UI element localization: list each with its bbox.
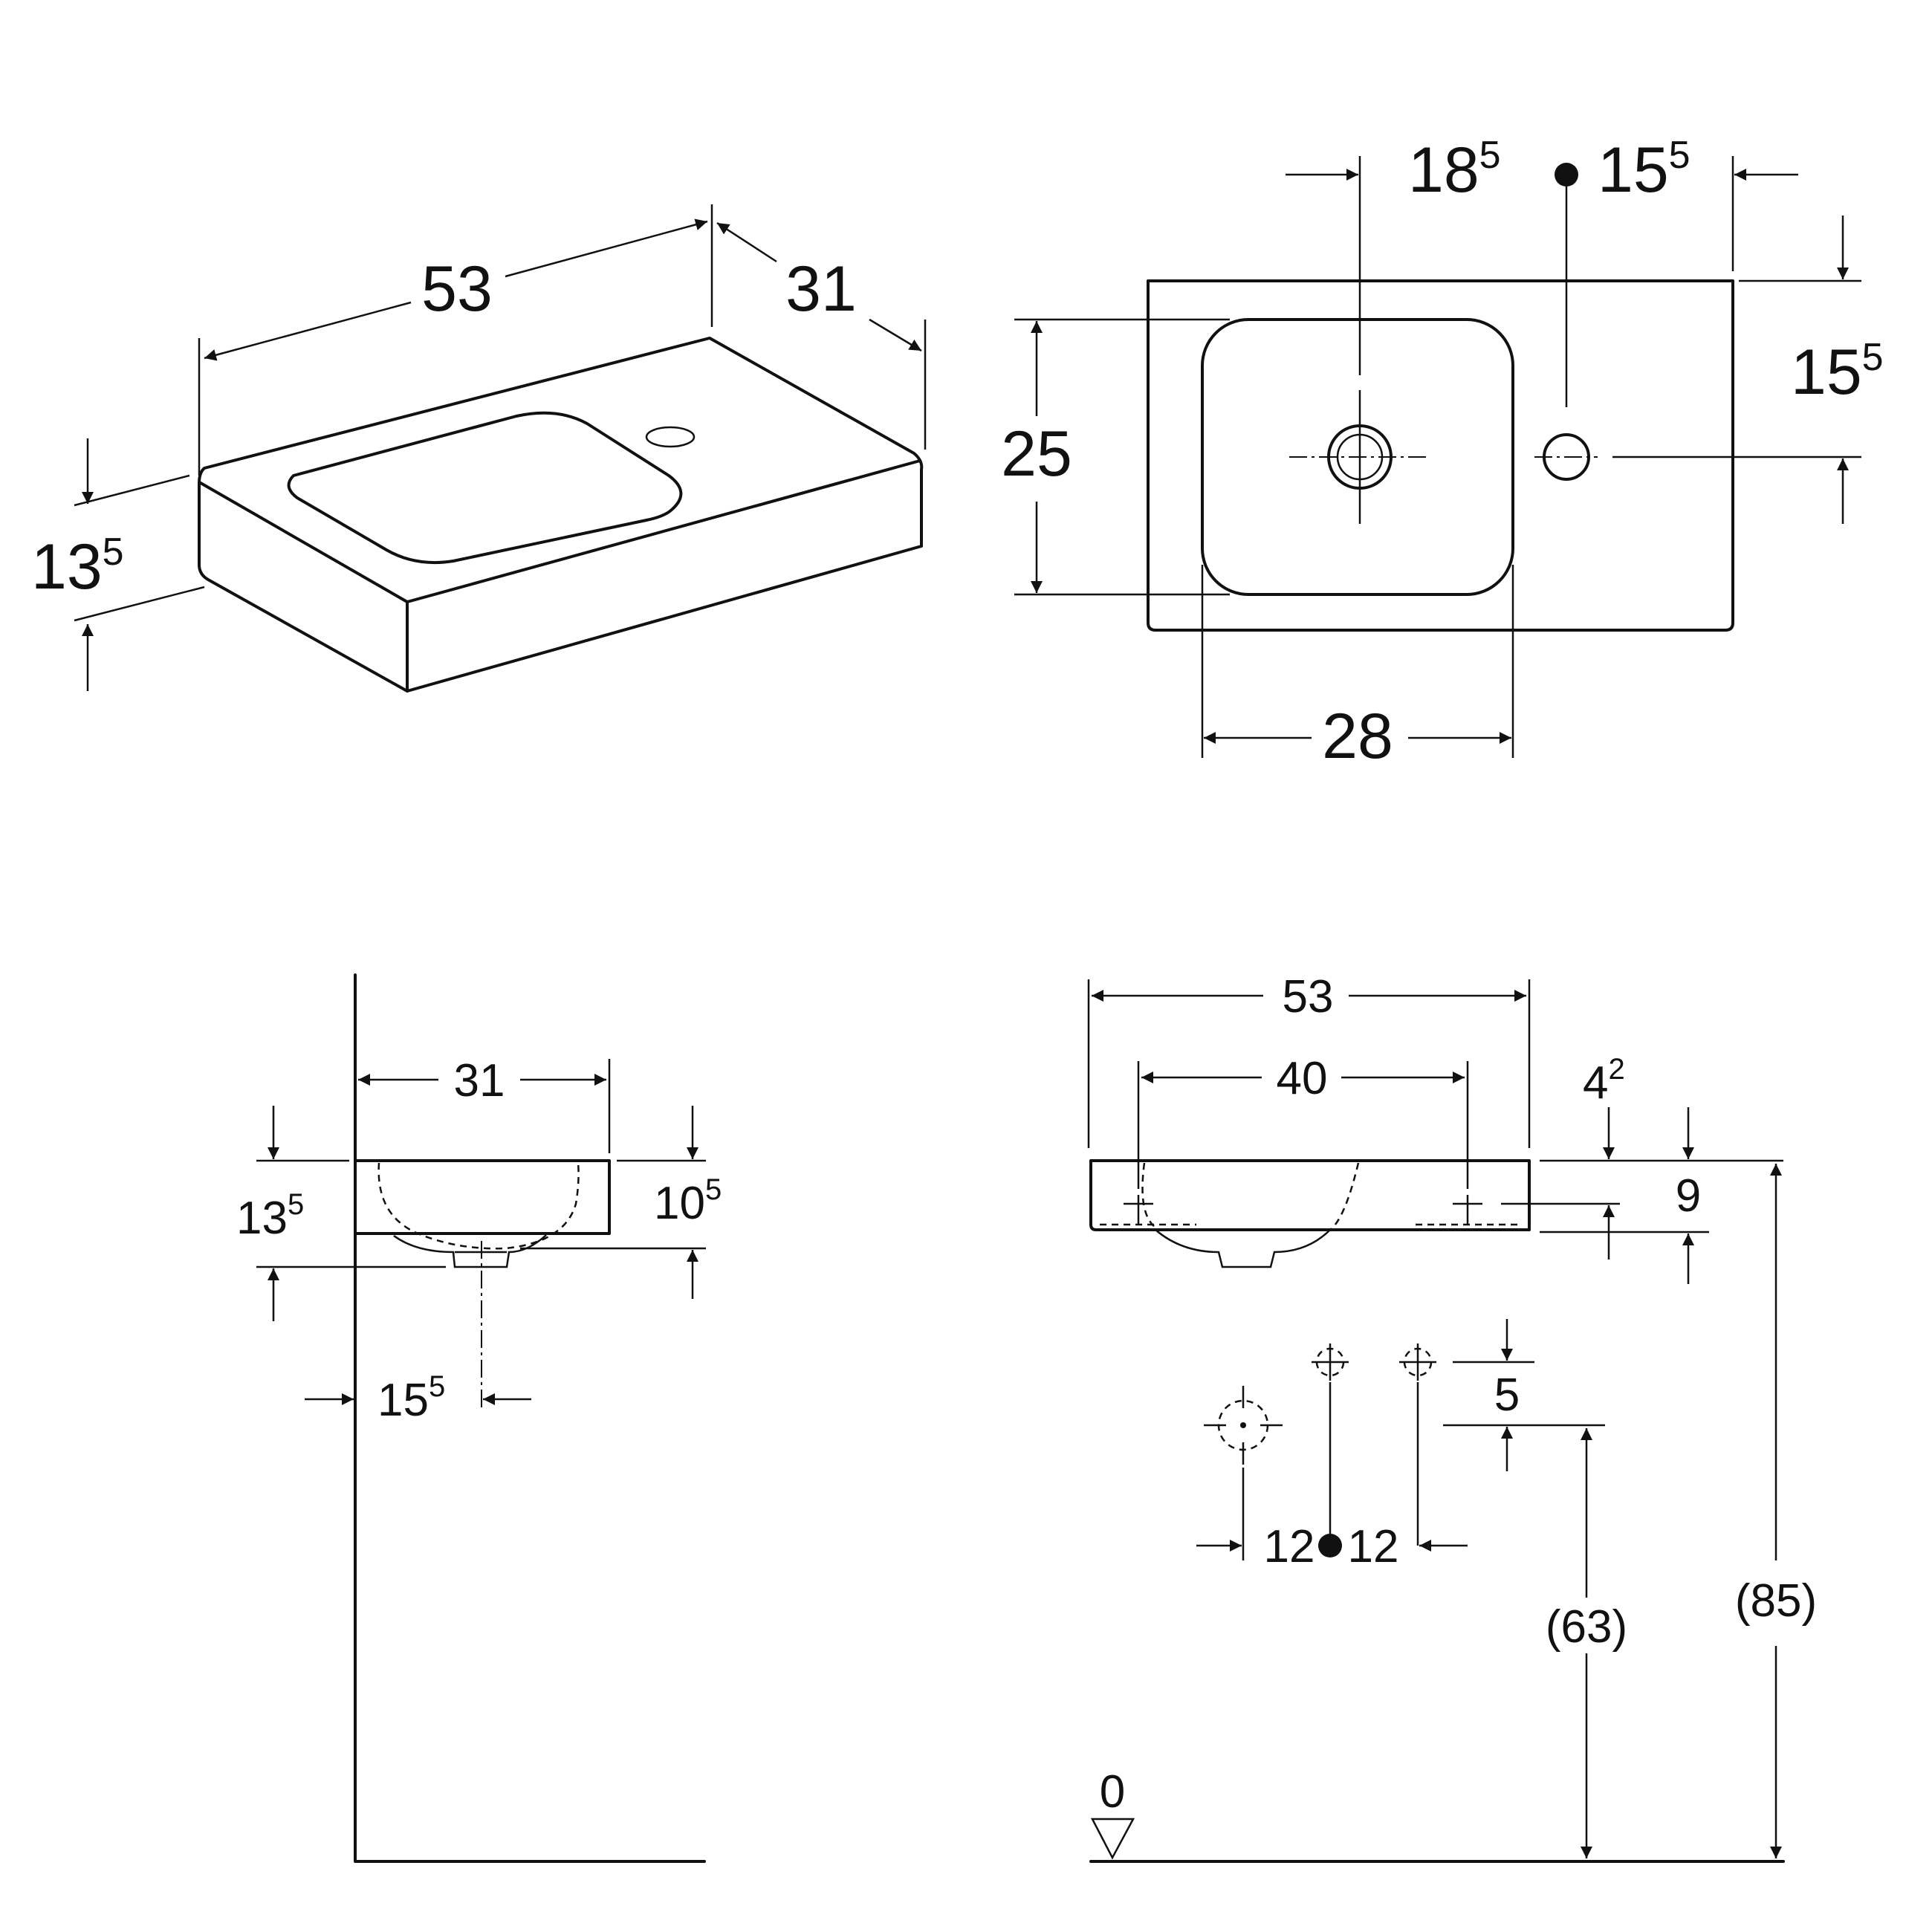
top-view: 185 155 155 25 28	[1001, 134, 1883, 772]
top-bowl-width-label: 28	[1322, 701, 1393, 772]
front-fixing-left	[1124, 1195, 1153, 1225]
front-height-total-label: (85)	[1735, 1575, 1817, 1627]
side-depth-label: 31	[454, 1055, 505, 1106]
side-wall	[354, 973, 706, 1863]
front-fixing-height-label: 9	[1676, 1170, 1701, 1222]
iso-top-face	[198, 337, 924, 693]
front-spacing-left-label: 12	[1264, 1521, 1315, 1572]
iso-bowl	[287, 411, 683, 565]
water-connection-left	[1312, 1343, 1349, 1381]
side-inner-height-label: 105	[654, 1173, 722, 1229]
iso-front-edge	[199, 459, 921, 603]
floor-level-marker	[1090, 1818, 1135, 1860]
front-fixing-distance-label: 40	[1277, 1053, 1328, 1104]
side-drain	[393, 1234, 547, 1268]
top-bowl	[1201, 318, 1514, 596]
front-rim-label: 42	[1583, 1053, 1625, 1109]
top-tap-back-label: 155	[1791, 336, 1884, 408]
drain-connection	[1204, 1386, 1283, 1465]
side-basin	[354, 1159, 611, 1235]
top-tap-right-label: 155	[1598, 134, 1690, 206]
front-fixing-right	[1453, 1195, 1482, 1225]
water-connection-right	[1399, 1343, 1436, 1381]
side-bowl-hidden	[377, 1162, 580, 1250]
front-width-label: 53	[1283, 971, 1334, 1022]
front-bowl-hidden	[1141, 1162, 1160, 1231]
front-connection-offset-label: 5	[1494, 1369, 1520, 1421]
iso-width-label: 53	[421, 253, 493, 325]
side-drain-offset-label: 155	[377, 1370, 445, 1426]
front-height-connection-label: (63)	[1546, 1601, 1627, 1653]
side-height-label: 135	[236, 1188, 304, 1244]
iso-height-label: 135	[31, 531, 124, 603]
top-outline	[1147, 279, 1734, 632]
front-view: 0 53 40 42	[1087, 971, 1817, 1863]
front-drain	[1155, 1229, 1331, 1268]
isometric-view: 53 31 135	[31, 204, 927, 693]
front-spacing-right-label: 12	[1348, 1521, 1399, 1572]
front-basin	[1089, 1159, 1531, 1231]
side-view: 31 135 105 155	[236, 973, 722, 1863]
top-bowl-depth-label: 25	[1001, 418, 1072, 490]
iso-depth-label: 31	[785, 253, 857, 325]
floor-level-label: 0	[1100, 1766, 1125, 1818]
iso-tap-hole	[645, 426, 696, 448]
top-tap-left-label: 185	[1408, 134, 1501, 206]
